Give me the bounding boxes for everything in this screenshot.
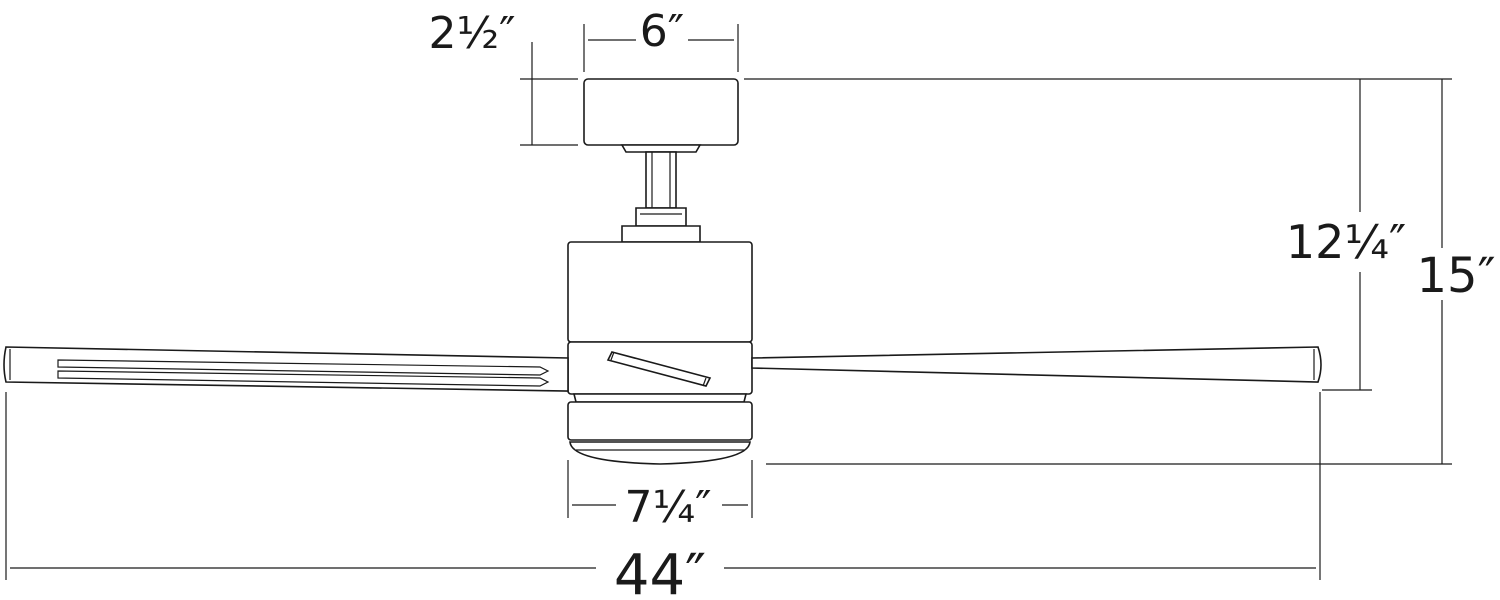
dimension-lines — [5, 24, 1452, 580]
dim-canopy-height-label: 2½″ — [428, 8, 515, 59]
dim-blade-span-label: 44″ — [614, 543, 706, 600]
canopy — [583, 78, 739, 146]
light-housing — [567, 401, 753, 441]
blade-groove-bottom — [57, 370, 550, 387]
dim-canopy-width-label: 6″ — [640, 6, 684, 57]
lower-housing — [572, 393, 748, 403]
blade-groove-top — [57, 359, 550, 376]
light-kit-dish — [569, 441, 751, 465]
downrod-coupler — [635, 207, 687, 227]
canopy-collar — [620, 144, 702, 153]
blade-iron-slot — [606, 351, 712, 387]
downrod — [645, 151, 677, 209]
left-blade — [3, 346, 569, 392]
motor-collar — [621, 225, 701, 243]
dim-downrod-height-label: 12¼″ — [1286, 215, 1406, 269]
dim-overall-height-label: 15″ — [1416, 248, 1495, 304]
fan-illustration — [3, 78, 1322, 465]
motor-housing — [567, 241, 753, 343]
right-blade — [751, 346, 1322, 383]
dim-motor-width-label: 7¼″ — [624, 482, 711, 533]
